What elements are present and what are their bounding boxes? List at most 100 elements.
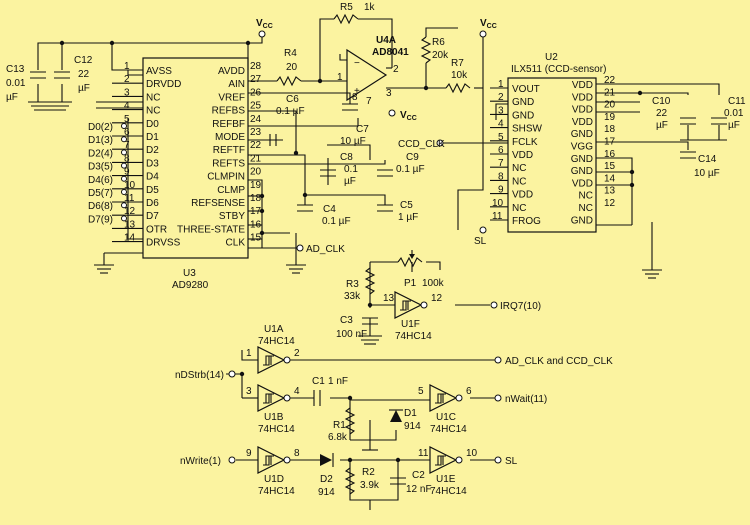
ilx511-pin-2-name: GND: [512, 97, 534, 108]
ilx511-rpin-7-name: GND: [571, 166, 593, 177]
opamp-minus: −: [354, 58, 360, 69]
ad9280-pin-5-num: 5: [124, 114, 130, 125]
ad9280-pin-15-name: CLK: [226, 238, 246, 249]
r3-ref: R3: [346, 279, 359, 290]
ilx511-rpin-0-name: VDD: [572, 80, 593, 91]
ilx511-pin-16-num: 16: [604, 149, 616, 160]
data-line-5-connector: [121, 189, 127, 195]
r2-value: 3.9k: [360, 480, 380, 491]
data-line-0-connector: [121, 123, 127, 129]
c7-value: 10 µF: [340, 136, 366, 147]
ad9280-pin-16-name: THREE-STATE: [177, 224, 245, 235]
ad9280-pin-18-num: 18: [250, 193, 262, 204]
wiring: [28, 18, 727, 510]
c4-ref: C4: [323, 204, 336, 215]
ilx511-part: ILX511 (CCD-sensor): [511, 64, 606, 75]
net-ndstrb: nDStrb(14): [175, 370, 224, 381]
ilx511-pin-11-num: 11: [492, 211, 503, 222]
ilx511-pin-12-num: 12: [604, 198, 616, 209]
vcc-label-1: VCC: [256, 18, 273, 30]
ilx511-pin-1-num: 1: [498, 79, 504, 90]
ad9280-pin-28-num: 28: [250, 61, 262, 72]
ilx511-pin-17-num: 17: [604, 137, 616, 148]
ilx511-rpin-4-name: GND: [571, 129, 593, 140]
c10-unit: µF: [656, 120, 668, 131]
ad9280-pin-11-num: 11: [124, 193, 135, 204]
r5-value: 1k: [364, 2, 376, 13]
ilx511-pin-8-num: 8: [498, 171, 504, 182]
c10-value: 22: [656, 108, 668, 119]
r4-value: 20: [286, 62, 298, 73]
ilx511-pin-9-name: VDD: [512, 190, 533, 201]
gate-u1e-part: 74HC14: [430, 486, 467, 497]
ilx511-pin-8-name: NC: [512, 176, 526, 187]
gate-u1b-pin-out: 4: [294, 386, 300, 397]
ad9280-pin-2-num: 2: [124, 74, 130, 85]
d2-ref: D2: [320, 474, 333, 485]
c3-ref: C3: [340, 315, 353, 326]
ad9280-pin-15-num: 15: [250, 233, 262, 244]
ad9280-pin-14-name: DRVSS: [146, 238, 181, 249]
ad9280-pin-3-name: NC: [146, 92, 160, 103]
ad9280-pin-25-num: 25: [250, 101, 262, 112]
gate-u1f-pin-out: 12: [431, 293, 443, 304]
opamp-part: AD8041: [372, 47, 409, 58]
ilx511-pin-19-num: 19: [604, 112, 616, 123]
ad9280-pin-28-name: AVDD: [218, 66, 245, 77]
r7-body: [445, 82, 471, 94]
r2-body: [344, 467, 356, 495]
ad9280-pin-1-name: AVSS: [146, 66, 172, 77]
gate-u1e-ref: U1E: [436, 474, 456, 485]
ilx511-pin-21-num: 21: [604, 87, 616, 98]
connectors: [228, 30, 502, 464]
c8-value: 0.1: [344, 164, 358, 175]
r5-ref: R5: [340, 2, 353, 13]
c6-ref: C6: [286, 94, 299, 105]
c11-ref: C11: [728, 96, 746, 107]
ilx511-rpin-9-name: NC: [579, 191, 593, 202]
ilx511-pin-1-name: VOUT: [512, 84, 540, 95]
ad9280-part: AD9280: [172, 280, 209, 291]
ad9280-pin-17-name: STBY: [219, 211, 245, 222]
ad9280-pin-9-name: D4: [146, 172, 159, 183]
opamp-pin2: 2: [393, 64, 399, 75]
d2-value: 914: [318, 487, 335, 498]
ad9280-pin-23-name: MODE: [215, 132, 245, 143]
ilx511-rpin-2-name: VDD: [572, 105, 593, 116]
ilx511-pin-4-name: SHSW: [512, 124, 543, 135]
gate-u1c-part: 74HC14: [430, 424, 467, 435]
data-line-4: D4(6): [88, 175, 113, 186]
ad9280-pin-24-name: REFBF: [212, 119, 245, 130]
c4-value: 0.1 µF: [322, 216, 351, 227]
data-line-3: D3(5): [88, 162, 113, 173]
ilx511-rpin-3-name: VDD: [572, 117, 593, 128]
opamp-plus: +: [354, 86, 360, 97]
ilx511-pin-18-num: 18: [604, 124, 616, 135]
net-nwrite: nWrite(1): [180, 456, 221, 467]
ad9280-pin-22-name: REFTF: [213, 145, 245, 156]
ilx511-pin-7-name: NC: [512, 163, 526, 174]
r6-body: [420, 36, 432, 64]
r7-value: 10k: [451, 70, 468, 81]
r2-ref: R2: [362, 467, 375, 478]
ad9280-pin-2-name: DRVDD: [146, 79, 181, 90]
r3-value: 33k: [344, 291, 361, 302]
data-line-2: D2(4): [88, 148, 113, 159]
ad9280-pin-23-num: 23: [250, 127, 262, 138]
opamp-pin8: 8: [352, 92, 358, 103]
ad9280-pin-8-num: 8: [124, 153, 130, 164]
p1-body: [397, 256, 423, 268]
ad9280-pin-25-name: REFBS: [212, 106, 246, 117]
ad9280-pin-12-num: 12: [124, 206, 136, 217]
ilx511-pin-7-num: 7: [498, 158, 504, 169]
ad9280-pin-4-name: NC: [146, 106, 160, 117]
c13-ref: C13: [6, 64, 25, 75]
ad9280-pin-10-name: D5: [146, 185, 159, 196]
ilx511-pin-15-num: 15: [604, 161, 616, 172]
p1-value: 100k: [422, 278, 445, 289]
